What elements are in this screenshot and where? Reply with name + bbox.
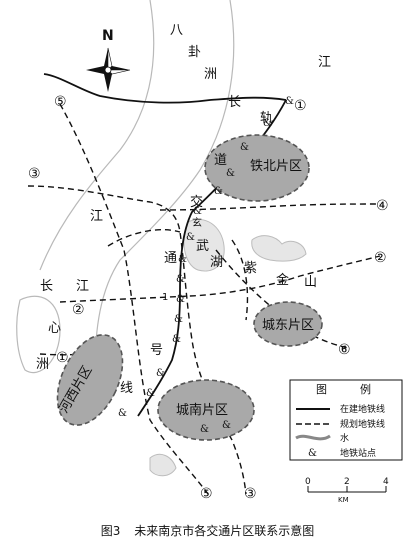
station-marker: & xyxy=(176,294,185,305)
station-marker: & xyxy=(285,96,294,107)
jiangxinzhou-outline xyxy=(16,295,61,374)
stations: & & & & & & & & & & & & & & & & & xyxy=(118,96,294,435)
planned-line-2 xyxy=(59,255,381,303)
line-label-3-south: ③ xyxy=(244,486,257,502)
line-label-4-east: ④ xyxy=(376,198,389,214)
scale-tick-2: 2 xyxy=(344,477,350,487)
label-jiang-ne: 江 xyxy=(318,55,331,70)
zone-hexi: 河西片区 xyxy=(56,334,124,426)
river-bank-east xyxy=(94,0,235,371)
label-ba: 八 xyxy=(170,23,183,38)
planned-ring xyxy=(107,229,249,321)
station-marker: & xyxy=(226,168,235,179)
xuanwu-lake xyxy=(183,219,225,272)
zone-chengnan: 城南片区 xyxy=(157,379,255,441)
zone-chengdong-label: 城东片区 xyxy=(262,318,314,333)
planned-line-3 xyxy=(27,185,247,495)
label-xuan: 玄 xyxy=(192,216,202,229)
station-marker: & xyxy=(200,424,209,435)
label-hao: 号 xyxy=(150,343,163,358)
station-marker: & xyxy=(176,274,185,285)
scale-unit: KM xyxy=(338,496,349,504)
line-label-5-north: ⑤ xyxy=(54,94,67,110)
label-shan: 山 xyxy=(304,275,317,290)
label-chang-n: 长 xyxy=(228,95,241,110)
station-marker: & xyxy=(214,186,223,197)
scale-bar: 0 2 4 KM xyxy=(305,477,389,504)
line-label-1-west: ① xyxy=(56,350,69,366)
water-areas xyxy=(149,219,307,477)
station-marker: & xyxy=(263,118,272,129)
label-dao: 道 xyxy=(214,153,227,168)
legend-title-li: 例 xyxy=(360,382,371,396)
label-zhou-west: 洲 xyxy=(36,357,49,372)
station-marker: & xyxy=(240,142,249,153)
scale-tick-0: 0 xyxy=(305,477,311,487)
scale-tick-4: 4 xyxy=(383,477,389,487)
south-hills xyxy=(149,453,177,477)
station-marker: & xyxy=(178,254,187,265)
station-marker: & xyxy=(146,388,155,399)
line-numbers: ① ⑤ ③ ④ ② ② ⑥ ① ⑤ ③ xyxy=(28,94,389,502)
line-label-2-west: ② xyxy=(72,302,85,318)
zone-chengdong: 城东片区 xyxy=(253,301,323,347)
river-bank-west xyxy=(39,0,155,271)
station-marker: & xyxy=(222,420,231,431)
zone-tiebei: 铁北片区 xyxy=(204,134,310,202)
map-legend: 图 例 在建地铁线 规划地铁线 水 & 地铁站点 xyxy=(289,379,403,461)
label-gui: 轨 xyxy=(260,111,273,126)
north-arrow: N xyxy=(86,28,131,92)
legend-item-planned: 规划地铁线 xyxy=(340,418,385,430)
line-label-3-west: ③ xyxy=(28,166,41,182)
line-label-6-east: ⑥ xyxy=(338,342,351,358)
label-zhou-north: 洲 xyxy=(204,67,217,82)
planned-line-4 xyxy=(159,203,381,211)
label-jiang-w2: 江 xyxy=(76,279,89,294)
legend-item-construction: 在建地铁线 xyxy=(340,403,385,415)
figure-title: 未来南京市各交通片区联系示意图 xyxy=(134,524,315,538)
station-marker: & xyxy=(186,232,195,243)
north-label: N xyxy=(102,28,114,44)
station-marker: & xyxy=(193,206,202,217)
zone-tiebei-label: 铁北片区 xyxy=(250,159,302,174)
label-xin: 心 xyxy=(48,321,61,336)
station-marker: & xyxy=(118,408,127,419)
place-labels: 八 卦 洲 江 长 轨 道 交 江 玄 武 通 湖 紫 金 山 长 江 1 心 … xyxy=(36,23,331,396)
line-label-5-south: ⑤ xyxy=(200,486,213,502)
legend-item-water: 水 xyxy=(340,432,349,444)
river-banks xyxy=(16,0,235,374)
station-marker: & xyxy=(174,314,183,325)
legend-title-tu: 图 xyxy=(316,383,327,396)
line-label-1-north: ① xyxy=(294,98,307,114)
label-zi: 紫 xyxy=(244,261,257,276)
label-jin: 金 xyxy=(276,272,289,288)
label-jiang-w: 江 xyxy=(90,209,103,224)
label-jiao: 交 xyxy=(190,194,203,210)
line-label-2-east: ② xyxy=(374,250,387,266)
label-one: 1 xyxy=(162,292,168,303)
label-hu: 湖 xyxy=(210,255,223,270)
label-tong: 通 xyxy=(164,251,177,266)
zones: 铁北片区 城东片区 城南片区 河西片区 xyxy=(56,134,323,441)
label-xian: 线 xyxy=(120,381,133,396)
station-marker: & xyxy=(172,334,181,345)
legend-item-station: 地铁站点 xyxy=(340,447,376,459)
zijin-hills xyxy=(251,235,307,262)
line-1-solid xyxy=(43,73,287,104)
label-wu: 武 xyxy=(196,239,209,254)
legend-station-symbol: & xyxy=(308,448,317,459)
label-gua: 卦 xyxy=(188,45,201,60)
label-chang-w: 长 xyxy=(40,279,53,294)
figure-caption: 图3 未来南京市各交通片区联系示意图 xyxy=(0,522,415,539)
station-marker: & xyxy=(156,368,165,379)
figure-number: 图3 xyxy=(100,524,121,538)
legend-water-swatch xyxy=(295,434,331,441)
zone-chengnan-label: 城南片区 xyxy=(176,402,228,418)
